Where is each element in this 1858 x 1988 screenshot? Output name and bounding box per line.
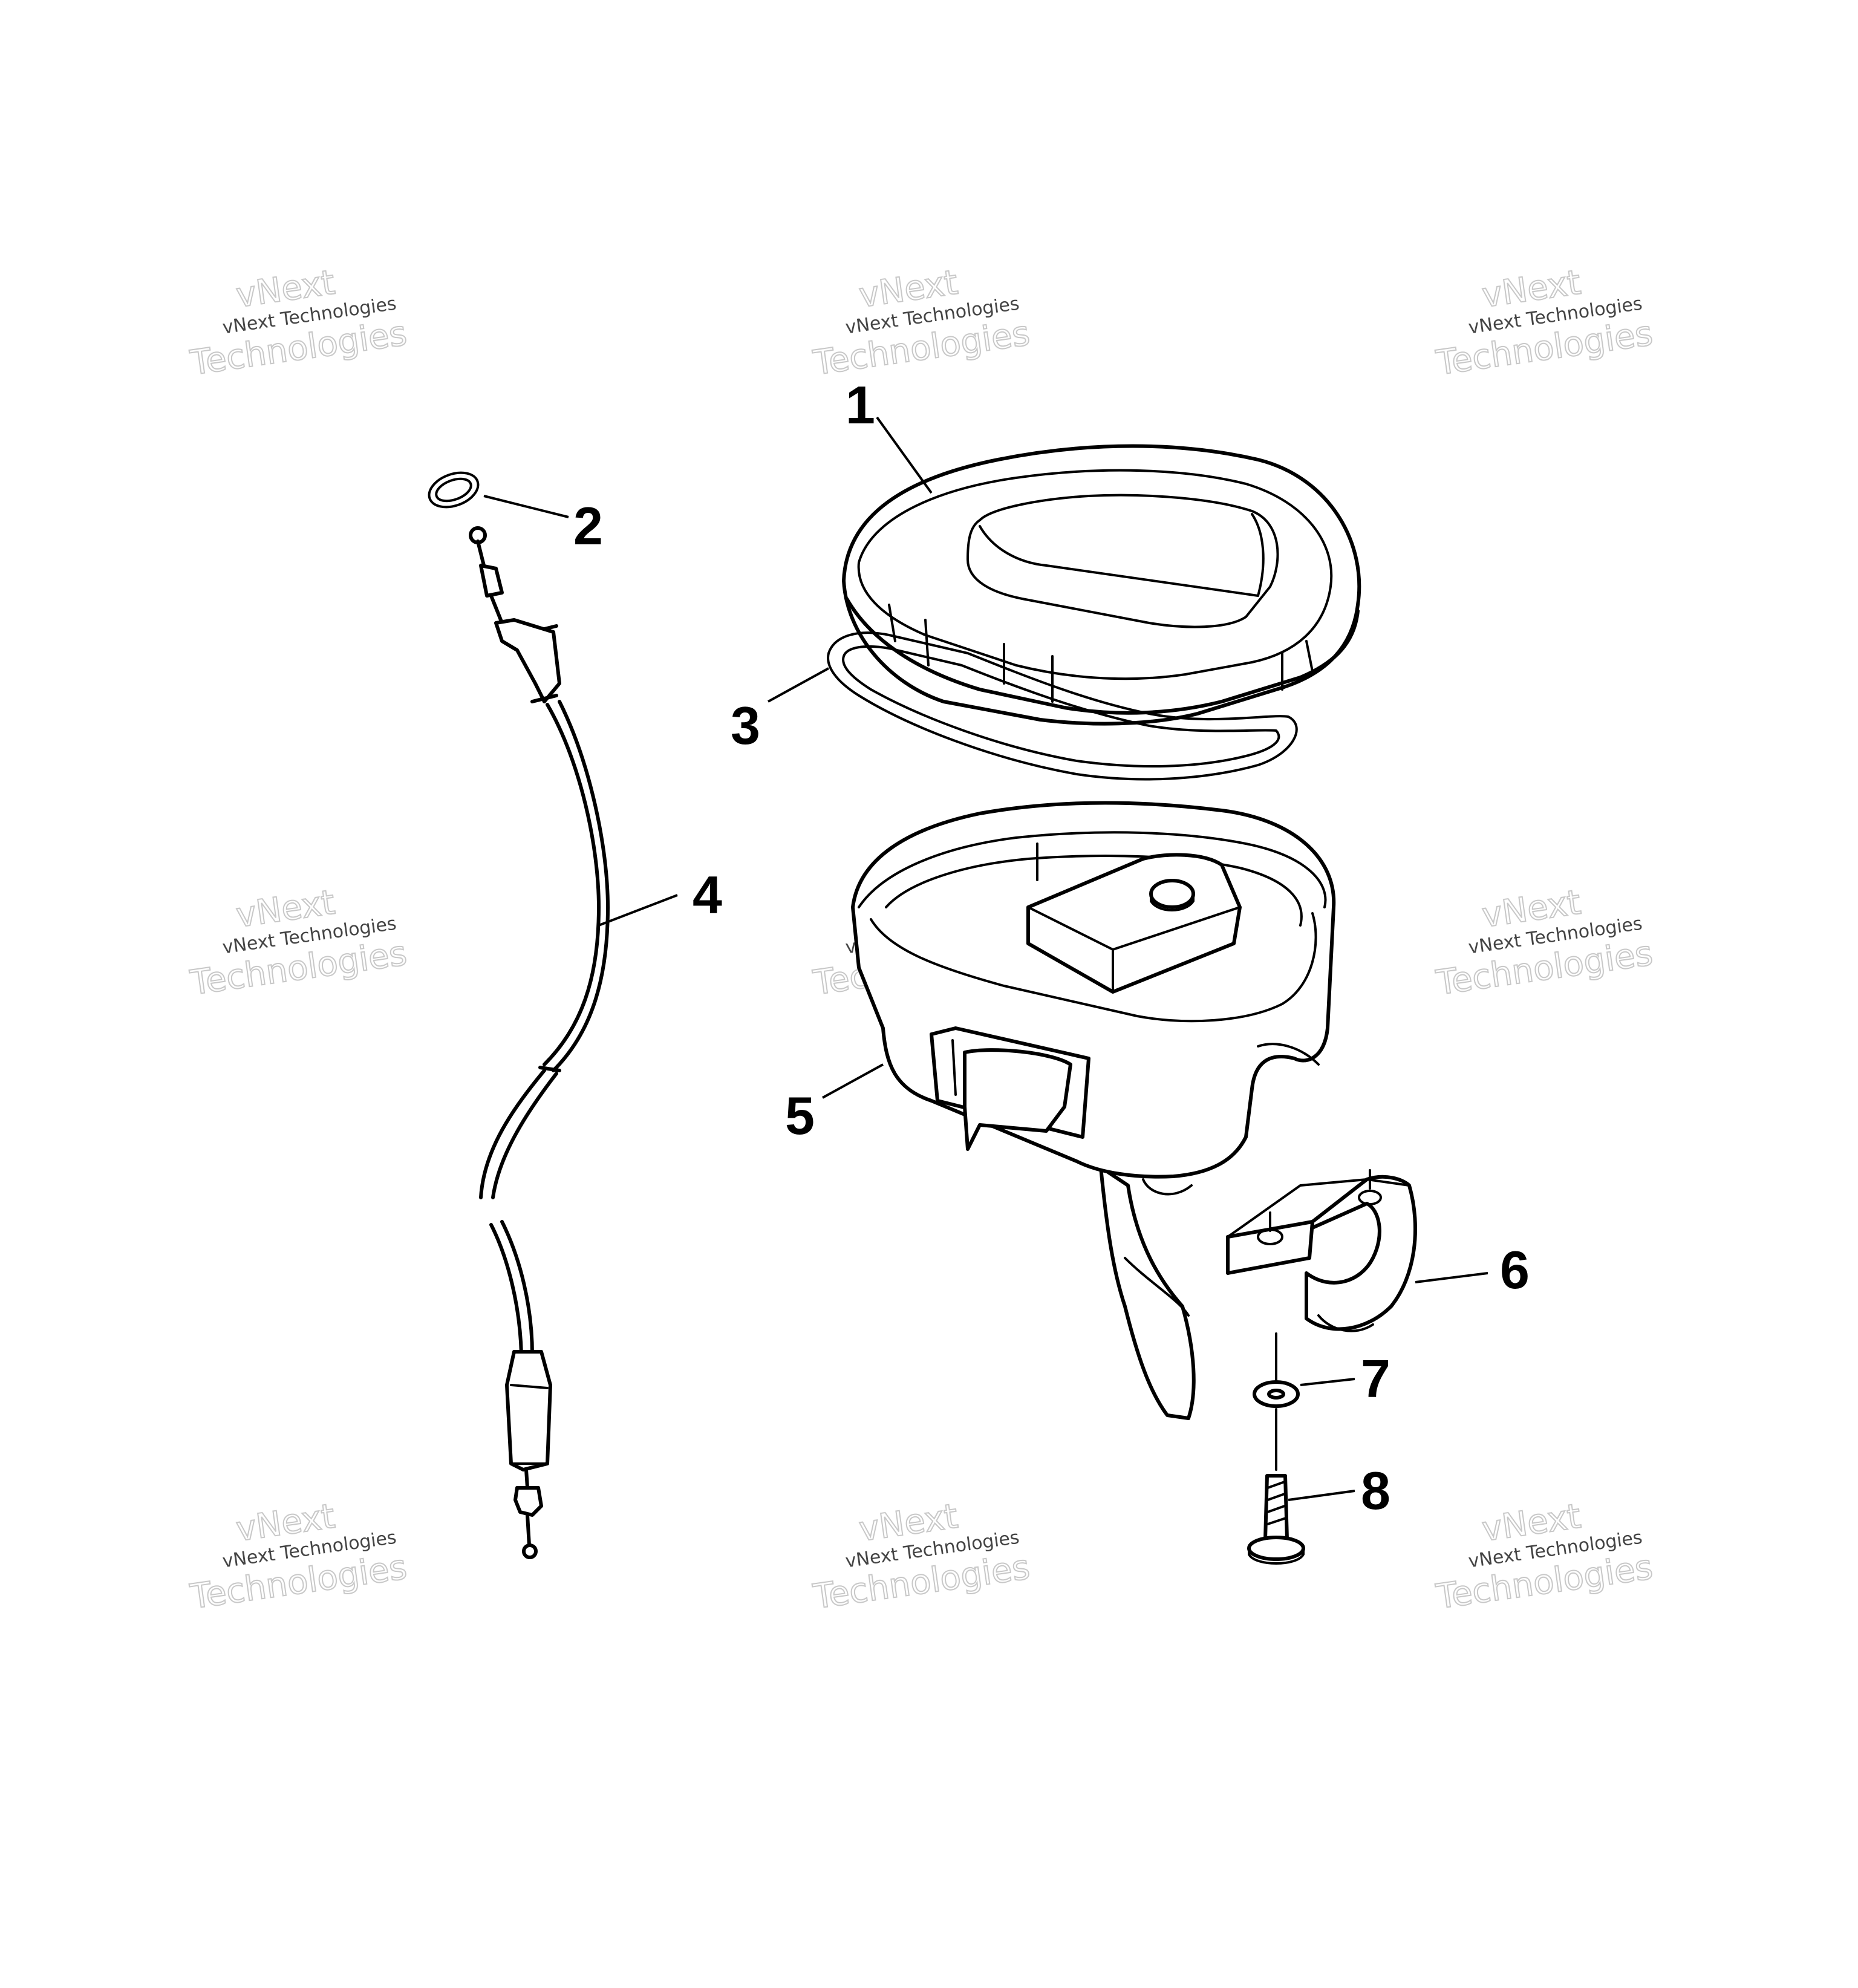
watermark: vNext vNext Technologies Technologies [1433, 1496, 1655, 1618]
part-8-screw [1247, 1474, 1305, 1565]
part-3-gasket [827, 631, 1298, 781]
callout-labels: 1 2 3 4 5 6 7 8 [573, 375, 1530, 1520]
leader-lines [483, 416, 1488, 1501]
watermark: vNext vNext Technologies Technologies [810, 1496, 1032, 1618]
callout-4: 4 [693, 865, 722, 925]
watermark: vNext vNext Technologies Technologies [187, 262, 409, 384]
part-6-clamp [1226, 1169, 1417, 1332]
callout-2: 2 [573, 496, 603, 556]
callout-7: 7 [1361, 1349, 1390, 1409]
callout-6: 6 [1500, 1240, 1530, 1300]
part-1-cover [842, 444, 1361, 726]
watermark: vNext vNext Technologies Technologies [1433, 262, 1655, 384]
watermark: vNext vNext Technologies Technologies [187, 882, 409, 1004]
callout-5: 5 [785, 1086, 815, 1146]
part-4-cable [469, 526, 610, 1559]
watermark: vNext vNext Technologies Technologies [187, 1496, 409, 1618]
part-2-washer [428, 471, 480, 509]
part-5-housing [851, 801, 1336, 1420]
callout-8: 8 [1361, 1461, 1390, 1520]
watermark: vNext vNext Technologies Technologies [1433, 882, 1655, 1004]
part-7-washer [1253, 1380, 1300, 1408]
watermark: vNext vNext Technologies Technologies [810, 262, 1032, 384]
callout-1: 1 [846, 375, 875, 435]
callout-3: 3 [731, 696, 760, 755]
